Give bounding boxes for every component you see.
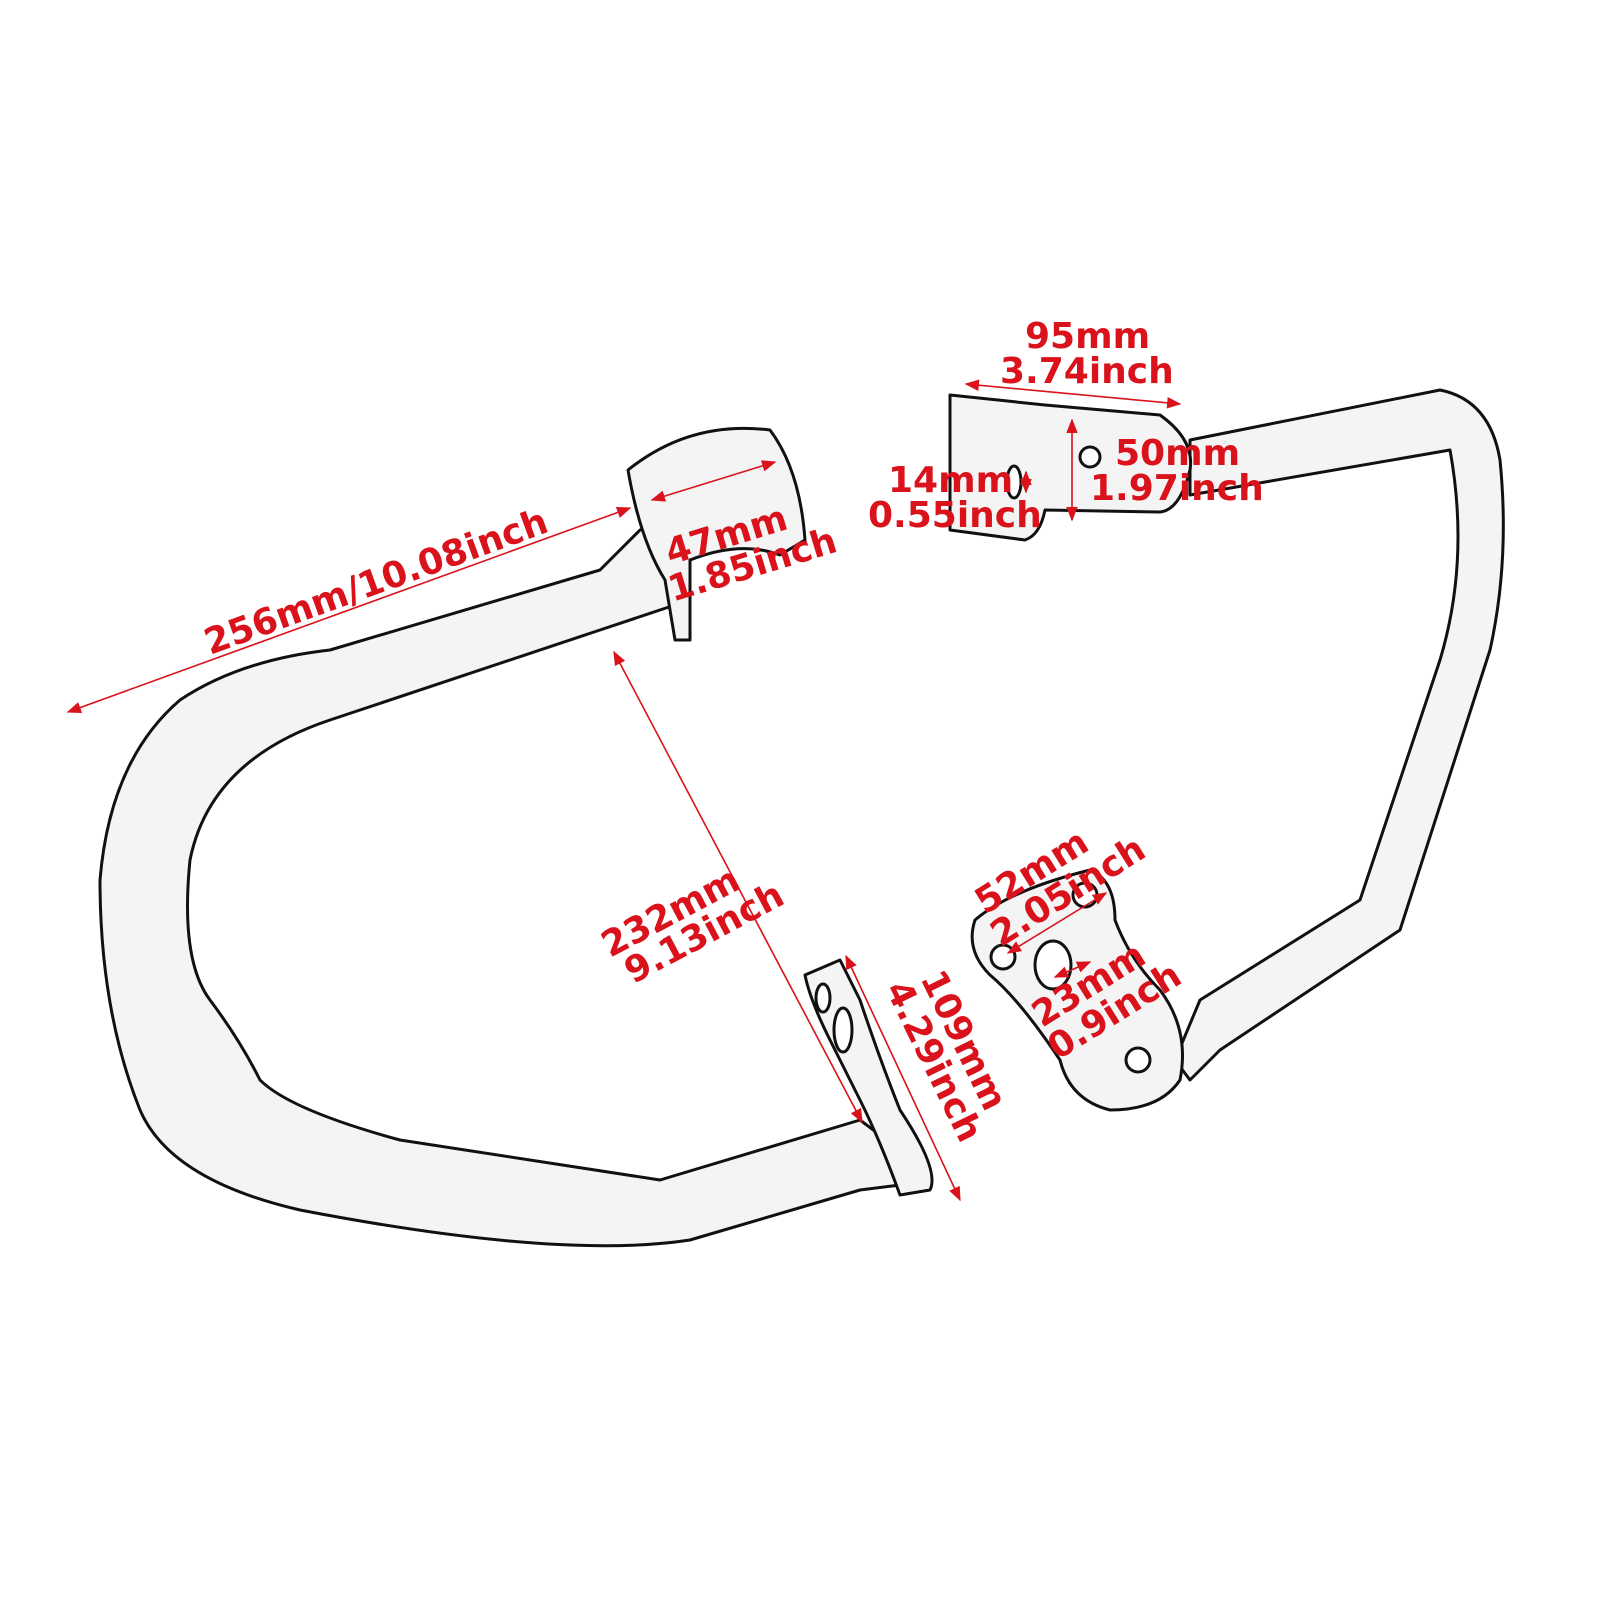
dim-line-inner-span: [613, 650, 863, 1124]
label-top-bracket-height-inch: 1.97inch: [1090, 468, 1264, 509]
label-top-bracket-height-mm: 50mm: [1115, 433, 1240, 474]
label-slot-inch: 0.55inch: [868, 495, 1042, 536]
dim-line-center-hole: [1053, 961, 1092, 978]
mount-hole: [814, 982, 832, 1014]
mount-slot: [832, 1006, 854, 1054]
label-top-bracket-length-inch: 3.74inch: [1000, 351, 1174, 392]
dim-line-top-bracket-length: [964, 379, 1182, 409]
label-slot-mm: 14mm: [888, 460, 1013, 501]
dim-line-clamp-width: [650, 460, 777, 502]
dim-line-hole-spacing: [1006, 892, 1108, 954]
dim-line-lower-plate: [845, 954, 961, 1202]
bracket-hole: [1078, 445, 1102, 469]
label-top-bracket-length-mm: 95mm: [1025, 316, 1150, 357]
right-crash-bar: [948, 388, 1505, 1112]
dim-line-overall-length: [66, 507, 632, 713]
